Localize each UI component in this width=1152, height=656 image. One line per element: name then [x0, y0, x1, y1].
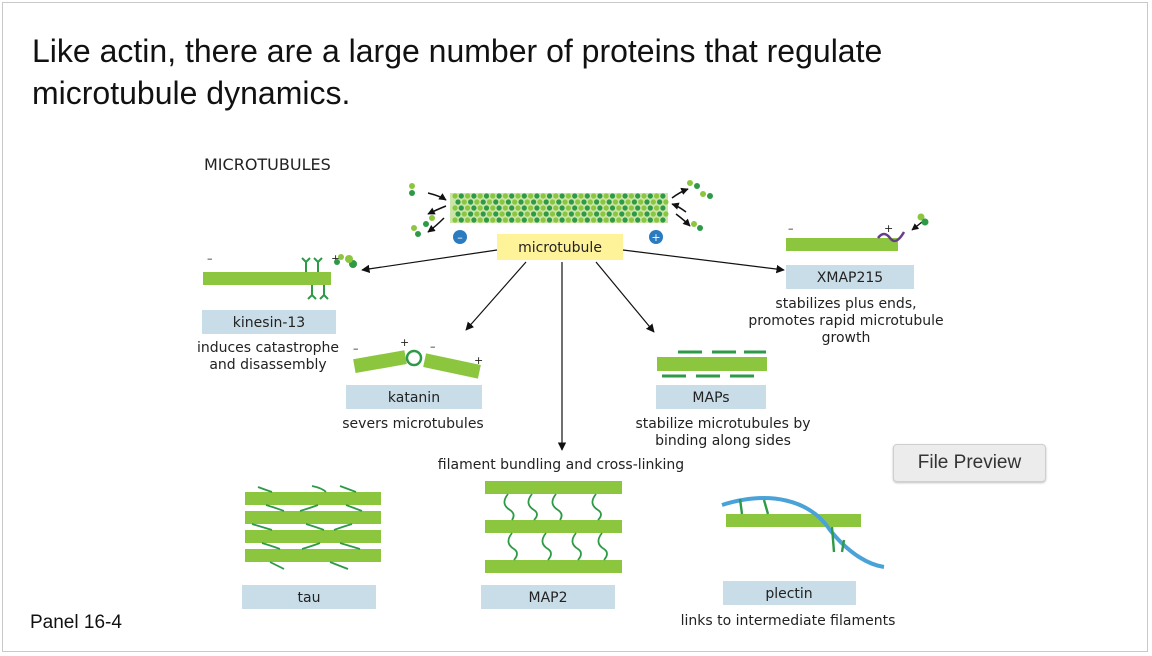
tau-label-box	[242, 585, 376, 609]
svg-text:+: +	[884, 222, 893, 235]
maps-illustration	[657, 350, 767, 378]
svg-text:–: –	[430, 340, 436, 353]
xmap215-illustration: – +	[786, 213, 929, 251]
katanin-label-box	[346, 385, 482, 409]
exchange-arrows	[427, 187, 691, 233]
katanin-desc: severs microtubules	[342, 416, 483, 432]
katanin-illustration: – + – +	[353, 336, 483, 379]
free-tubulin-dimers	[409, 180, 713, 237]
svg-text:+: +	[474, 354, 483, 367]
svg-text:–: –	[207, 252, 213, 265]
xmap215-desc-2: promotes rapid microtubule	[748, 313, 943, 329]
filament-caption: filament bundling and cross-linking	[438, 457, 684, 473]
maps-label-box	[656, 385, 766, 409]
map2-label: MAP2	[528, 590, 567, 606]
panel-label: Panel 16-4	[30, 612, 122, 633]
center-label-box	[497, 234, 623, 260]
svg-text:–: –	[353, 342, 359, 355]
svg-text:+: +	[331, 252, 340, 265]
minus-end-badge: –	[453, 230, 467, 244]
plectin-label-box	[723, 581, 856, 605]
central-microtubule	[450, 193, 669, 223]
svg-text:–: –	[457, 231, 463, 244]
center-label: microtubule	[518, 240, 602, 256]
katanin-label: katanin	[388, 390, 440, 406]
plectin-illustration	[721, 496, 885, 569]
kinesin-13-desc-1: induces catastrophe	[197, 340, 339, 356]
kinesin-13-desc-2: and disassembly	[209, 357, 326, 373]
xmap215-label: XMAP215	[817, 270, 883, 286]
kinesin-13-illustration: – +	[203, 252, 357, 300]
plus-end-badge: +	[649, 230, 663, 244]
xmap215-label-box	[786, 265, 914, 289]
svg-text:+: +	[400, 336, 409, 349]
maps-label: MAPs	[692, 390, 729, 406]
slide-title: Like actin, there are a large number of …	[32, 33, 883, 111]
kinesin-13-label-box	[202, 310, 336, 334]
svg-text:+: +	[651, 231, 660, 244]
maps-desc-2: binding along sides	[655, 433, 791, 449]
xmap215-desc-3: growth	[822, 330, 871, 346]
tau-label: tau	[298, 590, 321, 606]
xmap215-desc-1: stabilizes plus ends,	[775, 296, 916, 312]
plectin-desc: links to intermediate filaments	[681, 613, 896, 629]
kinesin-13-label: kinesin-13	[233, 315, 305, 331]
svg-text:–: –	[788, 222, 794, 235]
plectin-label: plectin	[765, 586, 812, 602]
map2-label-box	[481, 585, 615, 609]
map2-illustration	[485, 481, 622, 573]
regulator-arrows	[361, 249, 785, 451]
maps-desc-1: stabilize microtubules by	[635, 416, 810, 432]
tau-illustration	[245, 485, 381, 570]
file-preview-button[interactable]: File Preview	[893, 444, 1046, 482]
diagram-heading: MICROTUBULES	[204, 155, 331, 174]
